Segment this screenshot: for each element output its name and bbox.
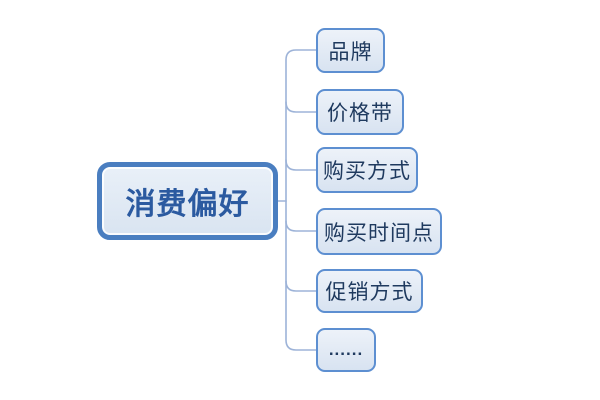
child-node-purchase-method[interactable]: 购买方式 bbox=[316, 147, 418, 193]
child-node-promotion-method[interactable]: 促销方式 bbox=[316, 269, 423, 313]
root-node-consumption-preference[interactable]: 消费偏好 bbox=[97, 162, 278, 240]
connector-branch-time bbox=[285, 220, 317, 232]
child-node-ellipsis[interactable]: ...... bbox=[316, 328, 376, 372]
connector-branch-method bbox=[285, 159, 317, 171]
connector-branch-price bbox=[285, 101, 317, 113]
connector-branch-ellipsis bbox=[285, 200, 317, 351]
connector-branch-promo bbox=[285, 280, 317, 292]
child-node-purchase-time[interactable]: 购买时间点 bbox=[316, 208, 442, 255]
child-node-label: 购买时间点 bbox=[324, 221, 434, 245]
child-node-label: 品牌 bbox=[328, 40, 373, 64]
child-node-label: 促销方式 bbox=[325, 281, 414, 304]
child-node-label: ...... bbox=[328, 340, 364, 359]
child-node-price-band[interactable]: 价格带 bbox=[316, 89, 404, 135]
root-node-label: 消费偏好 bbox=[125, 188, 250, 221]
child-node-label: 价格带 bbox=[327, 102, 393, 125]
child-node-brand[interactable]: 品牌 bbox=[316, 28, 385, 73]
child-node-label: 购买方式 bbox=[323, 160, 411, 183]
connector-branch-brand bbox=[285, 49, 317, 202]
